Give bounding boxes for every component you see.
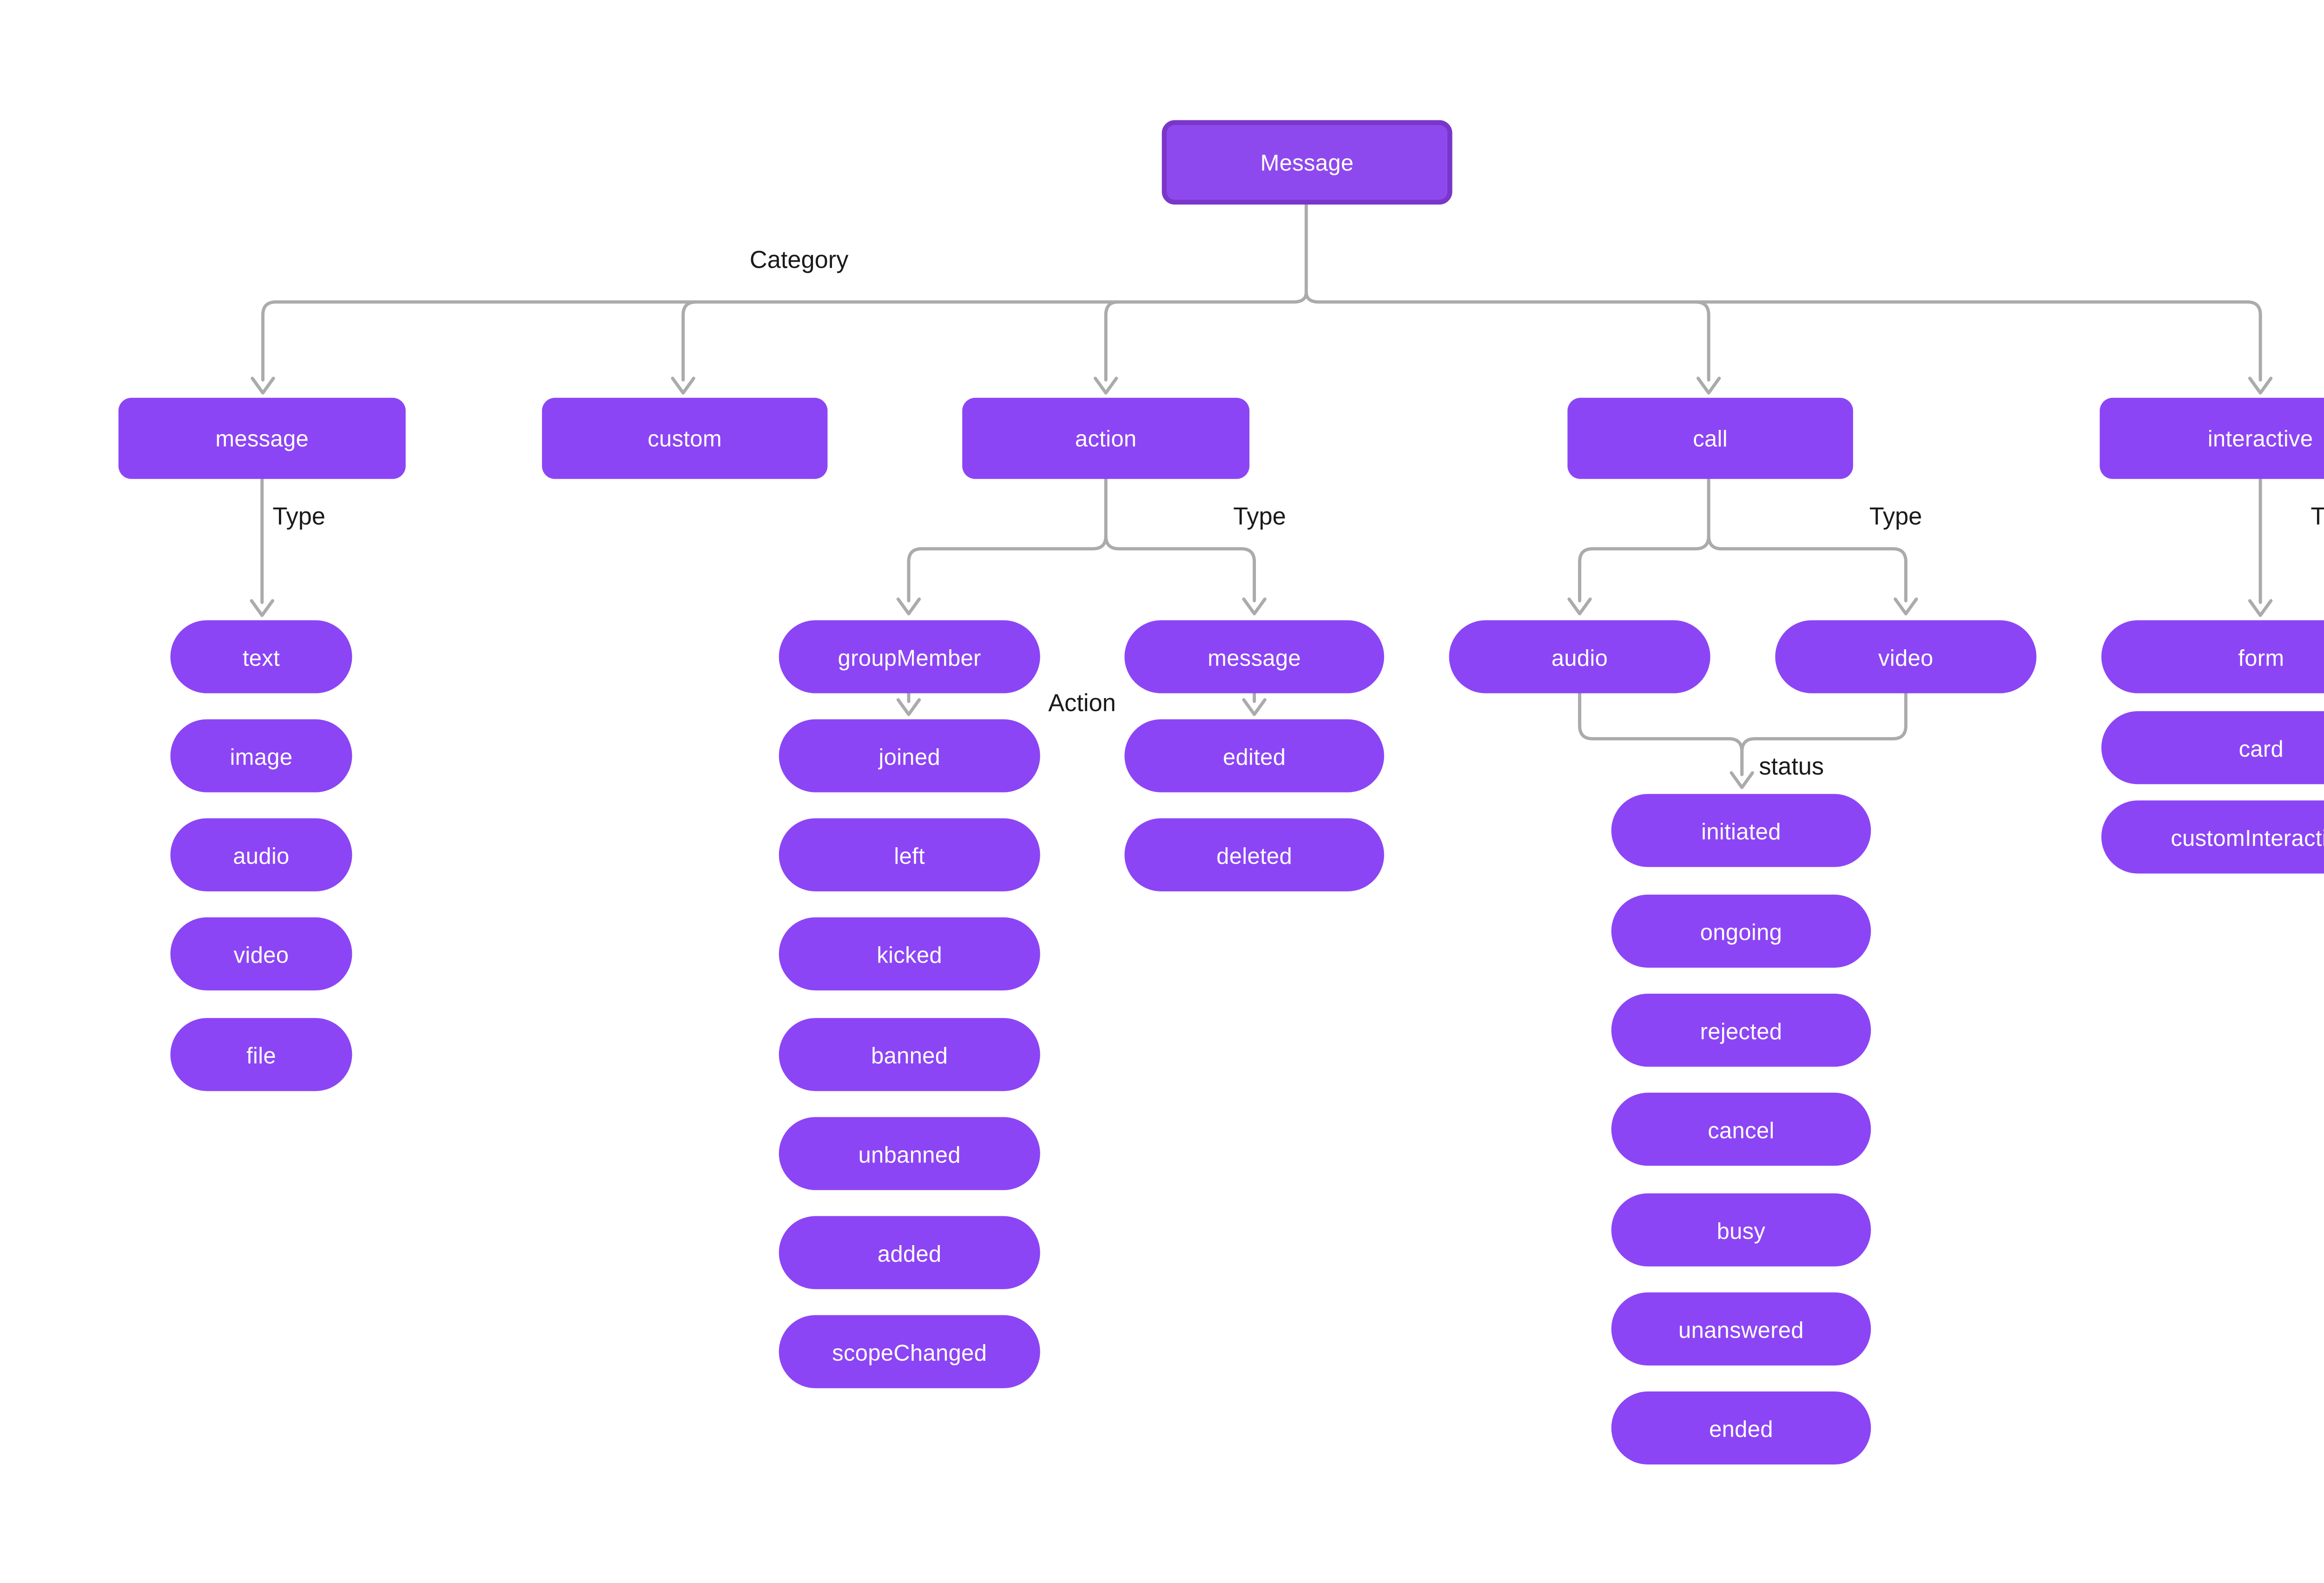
node-action-branch-groupmember: groupMember xyxy=(779,620,1040,693)
node-groupmember-action-unbanned: unbanned xyxy=(779,1117,1040,1190)
connector-action-split xyxy=(896,477,1267,615)
connector-category-trunk xyxy=(251,203,2273,395)
node-category-message: message xyxy=(118,397,406,479)
node-call-status-ended: ended xyxy=(1611,1391,1871,1465)
node-groupmember-action-banned: banned xyxy=(779,1018,1040,1091)
node-groupmember-action-added: added xyxy=(779,1216,1040,1289)
node-call-type-audio: audio xyxy=(1449,620,1710,693)
node-call-status-initiated: initiated xyxy=(1611,794,1871,867)
node-groupmember-action-left: left xyxy=(779,818,1040,891)
node-call-status-cancel: cancel xyxy=(1611,1093,1871,1166)
node-message-type-text: text xyxy=(170,620,352,693)
connector-message-type xyxy=(250,477,274,617)
node-message-type-file: file xyxy=(170,1018,352,1091)
edge-label-type-action: Type xyxy=(1233,503,1286,531)
node-message-type-audio: audio xyxy=(170,818,352,891)
node-category-interactive: interactive xyxy=(2100,397,2324,479)
connector-groupmember-action xyxy=(896,692,921,716)
node-message-type-video: video xyxy=(170,917,352,990)
node-call-type-video: video xyxy=(1775,620,2037,693)
node-groupmember-action-kicked: kicked xyxy=(779,917,1040,990)
node-category-action: action xyxy=(962,397,1250,479)
node-interactive-type-custominteractive: customInteractive xyxy=(2101,800,2324,874)
node-message-root: Message xyxy=(1162,120,1452,205)
edge-label-category: Category xyxy=(749,246,849,275)
node-call-status-rejected: rejected xyxy=(1611,993,1871,1067)
node-interactive-type-form: form xyxy=(2101,620,2324,693)
edge-label-type-interactive: Type xyxy=(2311,503,2324,531)
node-category-call: call xyxy=(1567,397,1853,479)
node-call-status-ongoing: ongoing xyxy=(1611,894,1871,968)
connector-call-status-merge xyxy=(1578,692,1908,789)
edge-label-type-message: Type xyxy=(272,503,326,531)
node-message-action-deleted: deleted xyxy=(1124,818,1384,891)
node-action-branch-message: message xyxy=(1124,620,1384,693)
connector-interactive-type xyxy=(2248,477,2273,617)
node-interactive-type-card: card xyxy=(2101,711,2324,785)
edge-label-type-call: Type xyxy=(1869,503,1922,531)
node-call-status-busy: busy xyxy=(1611,1193,1871,1266)
node-message-type-image: image xyxy=(170,719,352,792)
node-call-status-unanswered: unanswered xyxy=(1611,1292,1871,1365)
connector-message-action xyxy=(1242,692,1267,716)
node-category-custom: custom xyxy=(542,397,828,479)
node-groupmember-action-scopechanged: scopeChanged xyxy=(779,1315,1040,1388)
connector-call-split xyxy=(1567,477,1918,615)
node-groupmember-action-joined: joined xyxy=(779,719,1040,792)
edge-label-status: status xyxy=(1759,753,1824,781)
edge-label-action: Action xyxy=(1048,690,1116,718)
node-message-action-edited: edited xyxy=(1124,719,1384,792)
